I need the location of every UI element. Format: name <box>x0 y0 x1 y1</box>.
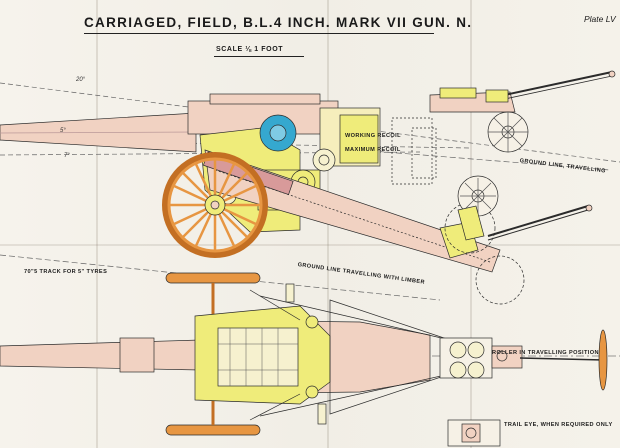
ground-line-travelling <box>359 149 611 171</box>
angle-label-20: 20° <box>76 77 86 83</box>
fold-line <box>96 0 98 448</box>
title-underline <box>84 33 434 34</box>
fold-line <box>0 244 620 246</box>
angle-label-7: 7° <box>64 153 70 159</box>
scale-underline <box>214 56 304 57</box>
trail-eye-label: TRAIL EYE, WHEN REQUIRED ONLY <box>504 422 613 428</box>
gun-barrel-plan <box>0 339 201 371</box>
plate-title: CARRIAGED, FIELD, B.L.4 INCH. MARK VII G… <box>84 15 473 30</box>
maximum-recoil-label: MAXIMUM RECOIL <box>345 147 401 153</box>
scale-label: SCALE ⅛ 1 FOOT <box>216 46 284 53</box>
track-label: 70"5 TRACK FOR 5" TYRES <box>24 269 108 275</box>
working-recoil-label: WORKING RECOIL <box>345 133 401 139</box>
breech-mechanism <box>339 114 379 164</box>
wheel-plan-bottom <box>165 424 261 436</box>
trail-lever <box>598 329 608 391</box>
wheel-plan-top <box>165 272 261 284</box>
angle-label-5: 5° <box>60 128 66 134</box>
roller-label: ROLLER IN TRAVELLING POSITION <box>492 350 599 356</box>
plate-number: Plate LV <box>584 14 616 24</box>
recoil-outline <box>391 117 433 185</box>
cradle-top <box>209 93 321 105</box>
carriage-wheel <box>162 152 268 258</box>
